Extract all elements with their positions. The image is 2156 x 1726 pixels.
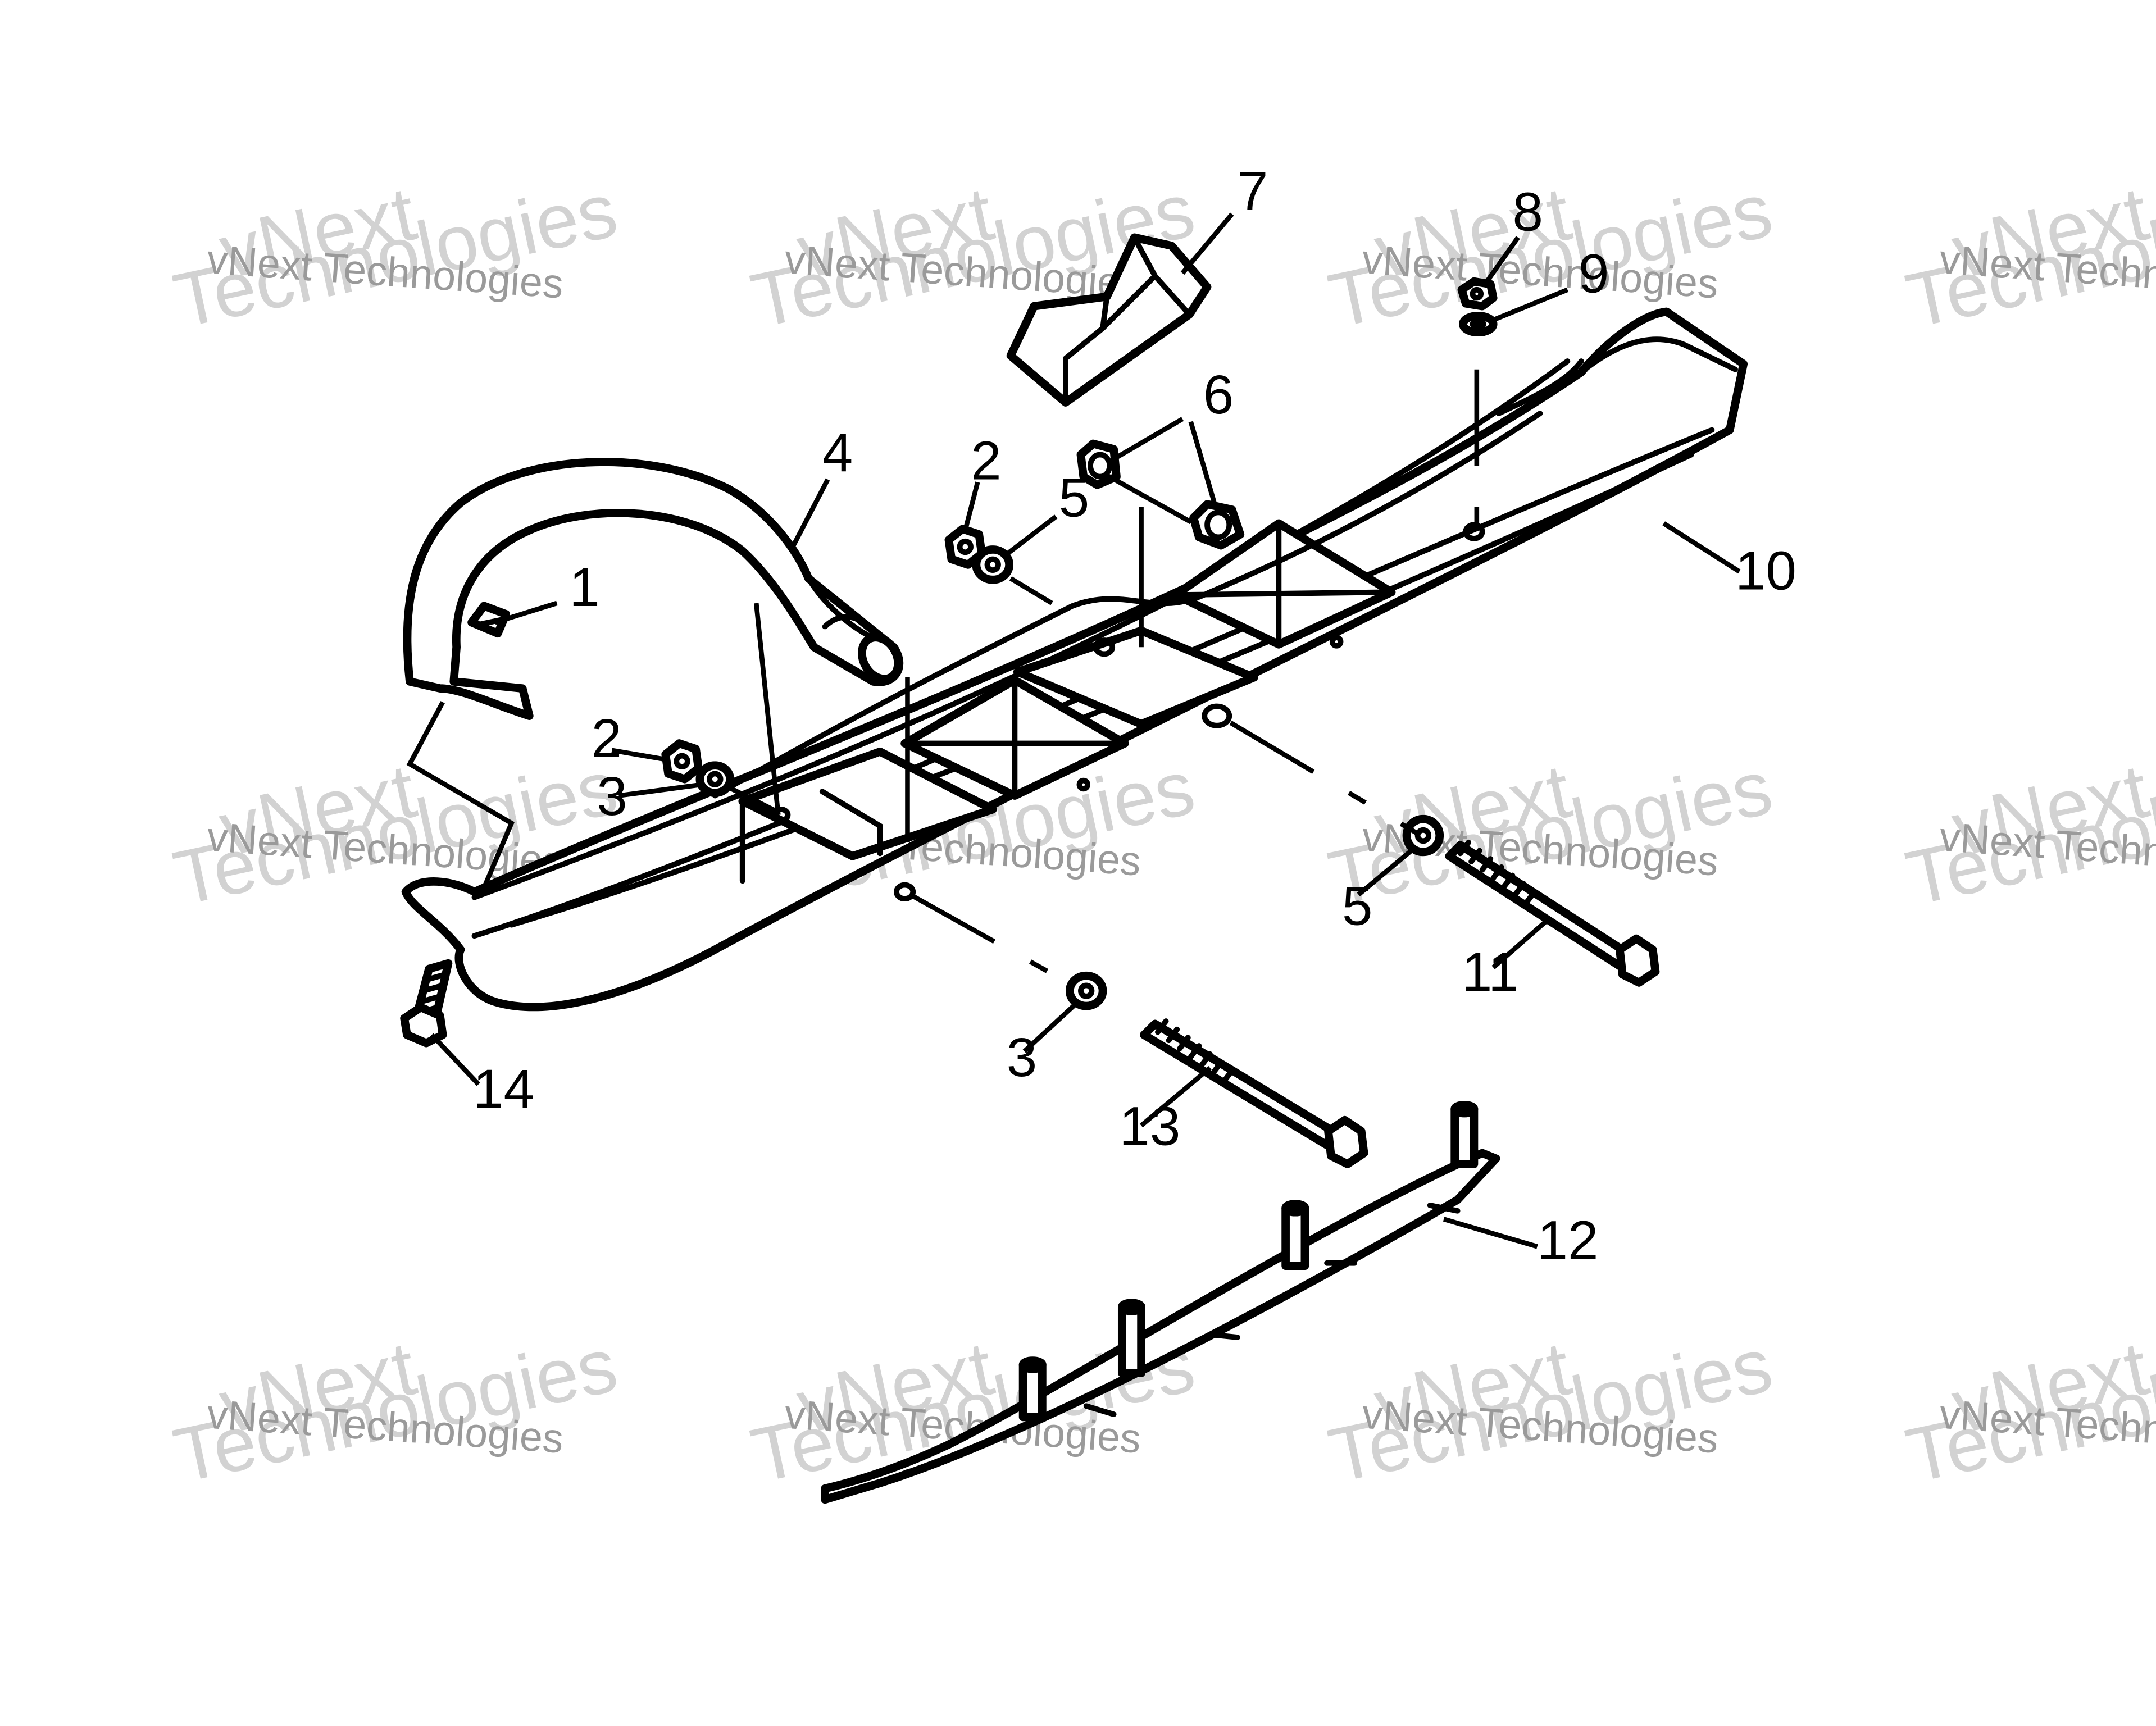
callout-10: 10 — [1735, 539, 1796, 601]
callout-13: 13 — [1119, 1095, 1180, 1156]
callout-11: 11 — [1462, 941, 1519, 1003]
part-6-bushings — [1076, 439, 1245, 550]
callout-12: 12 — [1538, 1209, 1599, 1270]
callout-numbers: 1 2 2 3 3 4 5 5 6 7 8 9 10 11 12 13 14 — [473, 160, 1796, 1271]
callout-5-lower: 5 — [1342, 875, 1372, 937]
part-11-bolt — [1445, 839, 1660, 987]
callout-2-upper: 2 — [971, 430, 1001, 491]
callout-2-lower: 2 — [592, 707, 622, 769]
callout-9: 9 — [1579, 243, 1609, 304]
part-5-washer-lower — [1402, 814, 1444, 857]
watermark-mid-right: vNext Technologies — [1899, 744, 2156, 922]
part-8-nut — [1457, 277, 1498, 311]
part-3-washer-lower — [1065, 971, 1107, 1010]
watermark-top-right: vNext Technologies — [1899, 167, 2156, 344]
part-2-nut-lower — [661, 739, 703, 784]
part-9-washer — [1459, 311, 1498, 337]
part-7-wear-pad — [1006, 233, 1212, 407]
part-10-ski-body — [401, 307, 1748, 1012]
watermark-bottom-right: vNext Technologies — [1899, 1322, 2156, 1499]
part-5-washer-upper — [972, 545, 1013, 584]
callout-8: 8 — [1512, 181, 1543, 243]
callout-4: 4 — [822, 421, 853, 483]
assembly-lines — [406, 369, 1480, 989]
part-13-bolt — [1140, 1018, 1368, 1168]
watermark-bottom-center-right: vNext Technologies — [1322, 1322, 1779, 1499]
watermark-mid-center-right: vNext Technologies — [1322, 744, 1779, 922]
callout-1: 1 — [569, 556, 599, 618]
part-12-wear-bar — [821, 1100, 1500, 1504]
watermark-bottom-left: vNext Technologies — [167, 1322, 624, 1499]
callout-7: 7 — [1238, 160, 1268, 222]
callout-6: 6 — [1203, 363, 1234, 425]
part-3-washer-upper — [695, 761, 735, 798]
part-4-ski-handle — [403, 458, 904, 720]
callout-leaders — [430, 212, 1741, 1249]
part-14-bolt — [400, 959, 453, 1048]
callout-5-upper: 5 — [1059, 467, 1089, 529]
watermark-top-left: vNext Technologies — [167, 167, 624, 344]
callout-3-upper: 3 — [597, 765, 627, 827]
callout-14: 14 — [473, 1058, 534, 1119]
callout-3-lower: 3 — [1007, 1026, 1037, 1088]
watermark-top-center-right: vNext Technologies — [1322, 167, 1779, 344]
